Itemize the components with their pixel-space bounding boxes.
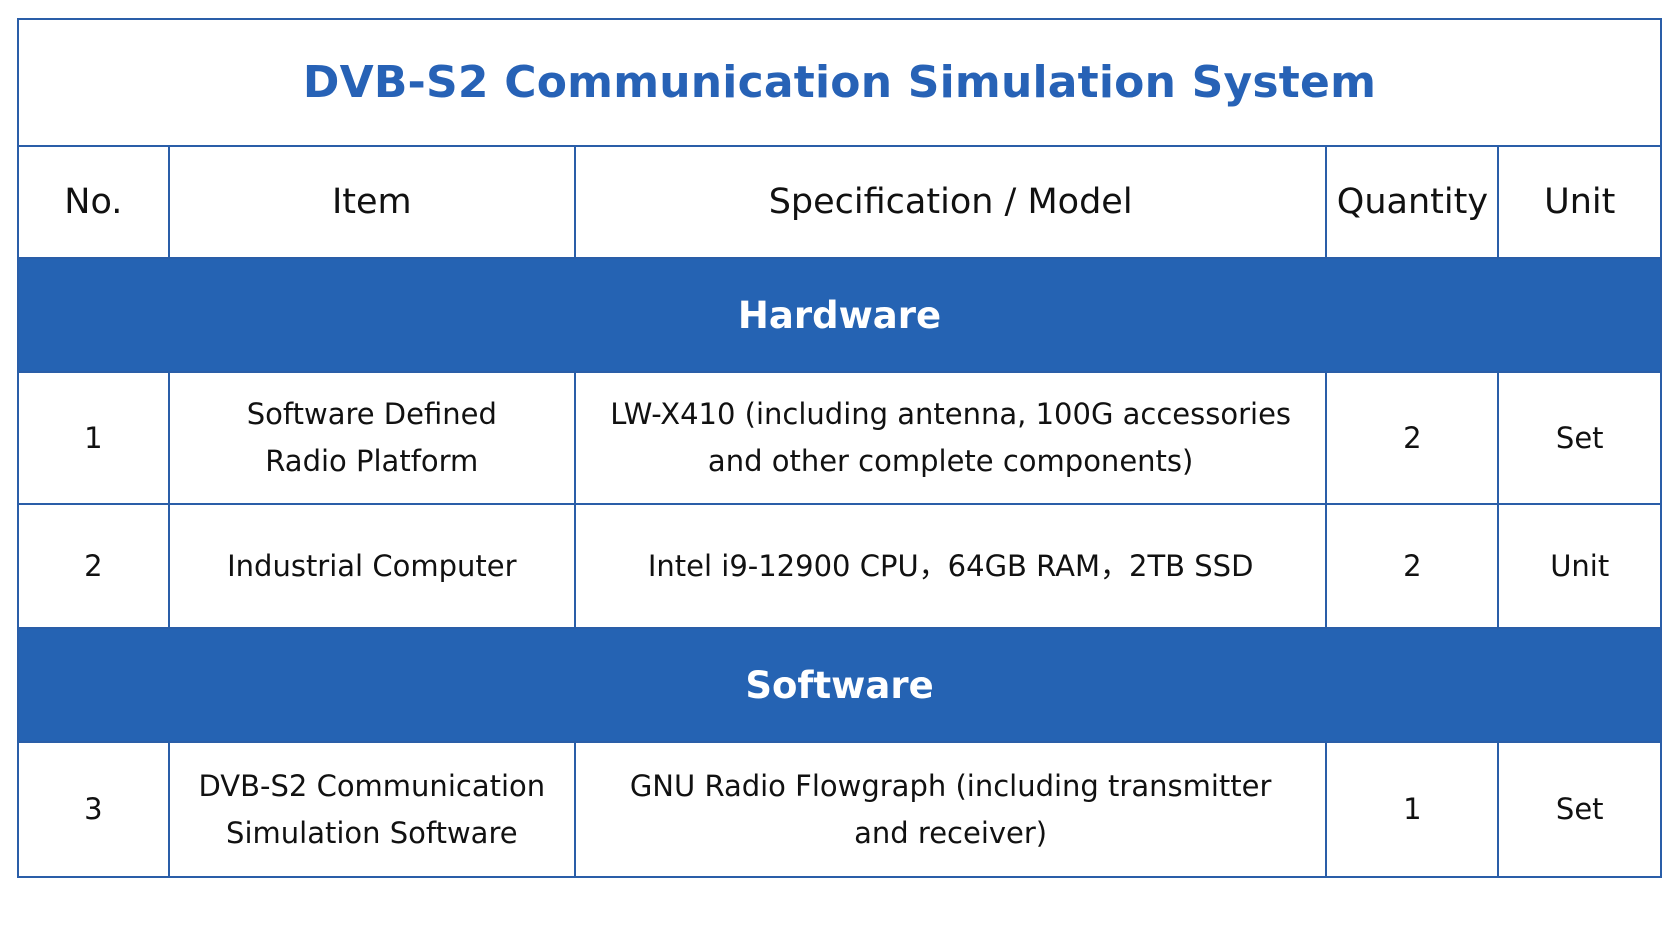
cell-unit: Set bbox=[1497, 371, 1662, 505]
cell-spec: GNU Radio Flowgraph (including transmitt… bbox=[573, 741, 1328, 878]
cell-unit: Unit bbox=[1497, 503, 1662, 629]
cell-item-text: Software Defined Radio Platform bbox=[246, 397, 497, 478]
section-row-software: Software bbox=[17, 627, 1662, 743]
cell-item-text: DVB-S2 Communication Simulation Software bbox=[198, 768, 546, 850]
table-title: DVB-S2 Communication Simulation System bbox=[17, 18, 1662, 147]
cell-spec: LW-X410 (including antenna, 100G accesso… bbox=[573, 371, 1328, 505]
header-item: Item bbox=[167, 145, 576, 259]
header-row: No. Item Specification / Model Quantity … bbox=[17, 145, 1662, 259]
header-quantity: Quantity bbox=[1325, 145, 1500, 259]
cell-quantity: 2 bbox=[1325, 371, 1500, 505]
cell-quantity: 2 bbox=[1325, 503, 1500, 629]
cell-quantity: 1 bbox=[1325, 741, 1500, 878]
spec-table-container: DVB-S2 Communication Simulation System N… bbox=[17, 18, 1662, 878]
cell-spec: Intel i9-12900 CPU，64GB RAM，2TB SSD bbox=[573, 503, 1328, 629]
cell-item: DVB-S2 Communication Simulation Software bbox=[167, 741, 576, 878]
title-row: DVB-S2 Communication Simulation System bbox=[17, 18, 1662, 147]
cell-no: 1 bbox=[17, 371, 170, 505]
spec-table: DVB-S2 Communication Simulation System N… bbox=[17, 18, 1662, 878]
header-spec: Specification / Model bbox=[573, 145, 1328, 259]
section-label-hardware: Hardware bbox=[17, 257, 1662, 373]
cell-item: Software Defined Radio Platform bbox=[167, 371, 576, 505]
cell-spec-text: LW-X410 (including antenna, 100G accesso… bbox=[610, 397, 1292, 478]
table-row: 2 Industrial Computer Intel i9-12900 CPU… bbox=[17, 503, 1662, 629]
cell-no: 3 bbox=[17, 741, 170, 878]
cell-unit: Set bbox=[1497, 741, 1662, 878]
section-label-software: Software bbox=[17, 627, 1662, 743]
cell-spec-text: GNU Radio Flowgraph (including transmitt… bbox=[629, 768, 1272, 850]
cell-item: Industrial Computer bbox=[167, 503, 576, 629]
cell-no: 2 bbox=[17, 503, 170, 629]
header-unit: Unit bbox=[1497, 145, 1662, 259]
table-row: 1 Software Defined Radio Platform LW-X41… bbox=[17, 371, 1662, 505]
table-row: 3 DVB-S2 Communication Simulation Softwa… bbox=[17, 741, 1662, 878]
header-no: No. bbox=[17, 145, 170, 259]
section-row-hardware: Hardware bbox=[17, 257, 1662, 373]
